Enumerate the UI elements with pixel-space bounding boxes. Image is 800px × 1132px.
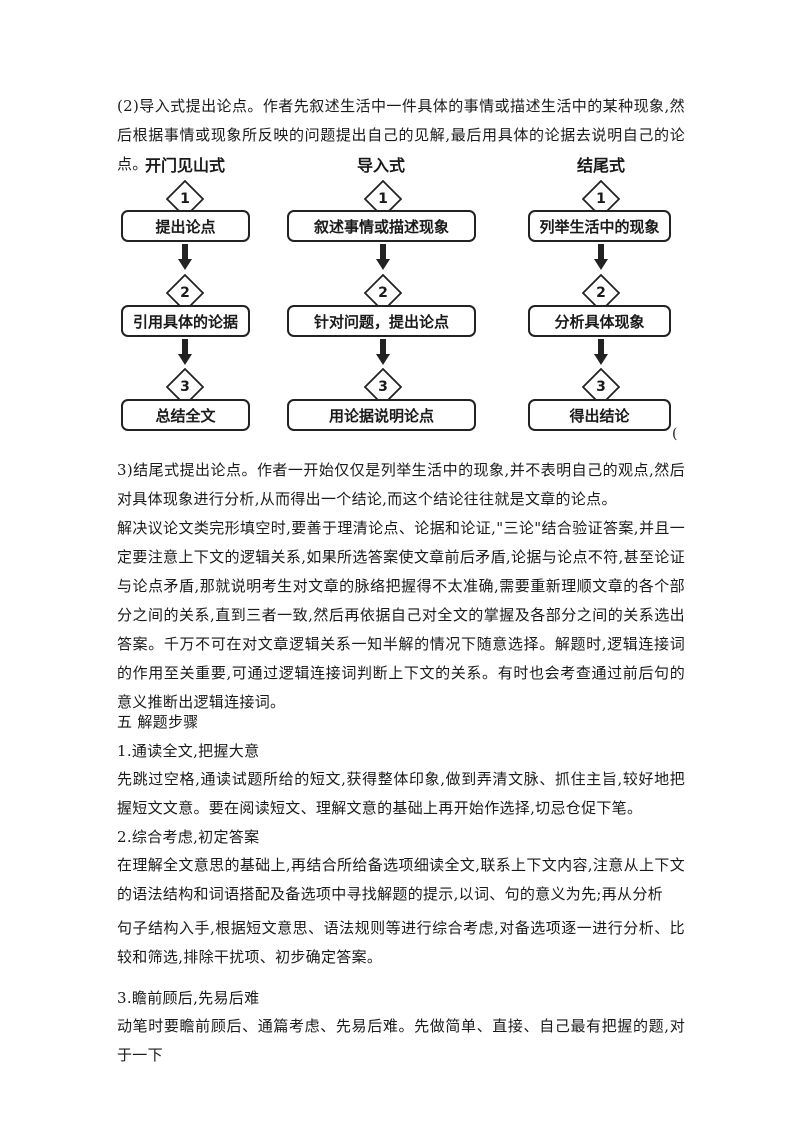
step-box: 引用具体的论据 bbox=[121, 305, 250, 337]
step-number: 1 bbox=[596, 191, 606, 207]
step3-heading: 3.瞻前顾后,先易后难 bbox=[117, 989, 260, 1007]
paragraph-3: 3)结尾式提出论点。作者一开始仅仅是列举生活中的现象,并不表明自己的观点,然后对… bbox=[117, 461, 685, 508]
step1-body: 先跳过空格,通读试题所给的短文,获得整体印象,做到弄清文脉、抓住主旨,较好地把握… bbox=[117, 770, 685, 817]
step-box: 用论据说明论点 bbox=[287, 399, 476, 431]
step2-body-a: 在理解全文意思的基础上,再结合所给备选项细读全文,联系上下文内容,注意从上下文的… bbox=[117, 856, 685, 903]
step2-body-b: 句子结构入手,根据短文意思、语法规则等进行综合考虑,对备选项逐一进行分析、比较和… bbox=[117, 919, 685, 966]
step-number: 2 bbox=[378, 285, 388, 301]
step-number: 1 bbox=[180, 191, 190, 207]
stray-parenthesis: ( bbox=[672, 426, 678, 442]
step3-body: 动笔时要瞻前顾后、通篇考虑、先易后难。先做简单、直接、自己最有把握的题,对于一下 bbox=[117, 1017, 685, 1064]
step-number: 2 bbox=[180, 285, 190, 301]
step-box: 列举生活中的现象 bbox=[528, 210, 671, 242]
step-number: 2 bbox=[596, 285, 606, 301]
down-arrow-icon bbox=[178, 339, 192, 365]
step-box: 提出论点 bbox=[121, 210, 250, 242]
step-box: 得出结论 bbox=[528, 399, 671, 431]
down-arrow-icon bbox=[376, 339, 390, 365]
step-number: 3 bbox=[378, 379, 388, 395]
column-title: 结尾式 bbox=[576, 156, 625, 175]
down-arrow-icon bbox=[594, 339, 608, 365]
intro-paragraph: (2)导入式提出论点。作者先叙述生活中一件具体的事情或描述生活中的某种现象,然后… bbox=[117, 97, 685, 173]
step-number: 3 bbox=[180, 379, 190, 395]
step-number: 3 bbox=[596, 379, 606, 395]
step2-heading: 2.综合考虑,初定答案 bbox=[117, 828, 260, 846]
step-box: 总结全文 bbox=[121, 399, 250, 431]
section-heading: 五 解题步骤 bbox=[117, 713, 199, 731]
paragraph-solve: 解决议论文类完形填空时,要善于理清论点、论据和论证,"三论"结合验证答案,并且一… bbox=[117, 519, 685, 711]
step1-heading: 1.通读全文,把握大意 bbox=[117, 742, 260, 760]
step-box: 叙述事情或描述现象 bbox=[287, 210, 476, 242]
step-number: 1 bbox=[378, 191, 388, 207]
step-box: 分析具体现象 bbox=[528, 305, 671, 337]
column-title: 开门见山式 bbox=[144, 156, 225, 175]
down-arrow-icon bbox=[178, 244, 192, 270]
down-arrow-icon bbox=[594, 244, 608, 270]
step-box: 针对问题，提出论点 bbox=[287, 305, 476, 337]
column-title: 导入式 bbox=[356, 156, 405, 175]
down-arrow-icon bbox=[376, 244, 390, 270]
